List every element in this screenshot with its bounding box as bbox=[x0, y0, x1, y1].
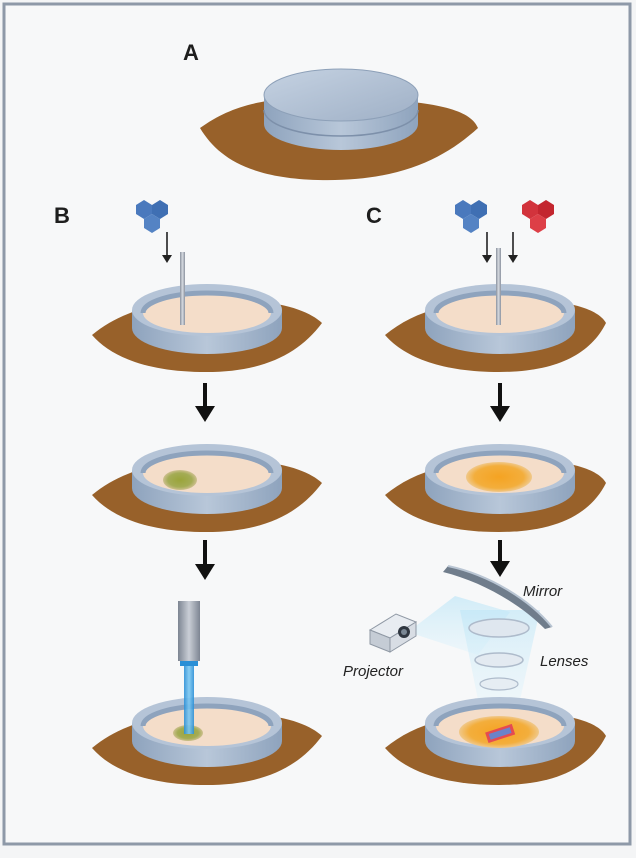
green-spot bbox=[163, 470, 197, 490]
orange-spot bbox=[466, 462, 532, 492]
dispensing-needle bbox=[496, 248, 501, 325]
laser-head bbox=[178, 601, 200, 666]
lenses-label: Lenses bbox=[540, 653, 589, 670]
covered-dish bbox=[264, 69, 418, 150]
panel-label-c: C bbox=[366, 203, 382, 228]
panel-label-a: A bbox=[183, 40, 199, 65]
dispensing-needle bbox=[180, 252, 185, 325]
mirror-label: Mirror bbox=[523, 583, 563, 600]
laser-beam bbox=[184, 666, 194, 734]
projector-label: Projector bbox=[343, 663, 404, 680]
panel-label-b: B bbox=[54, 203, 70, 228]
